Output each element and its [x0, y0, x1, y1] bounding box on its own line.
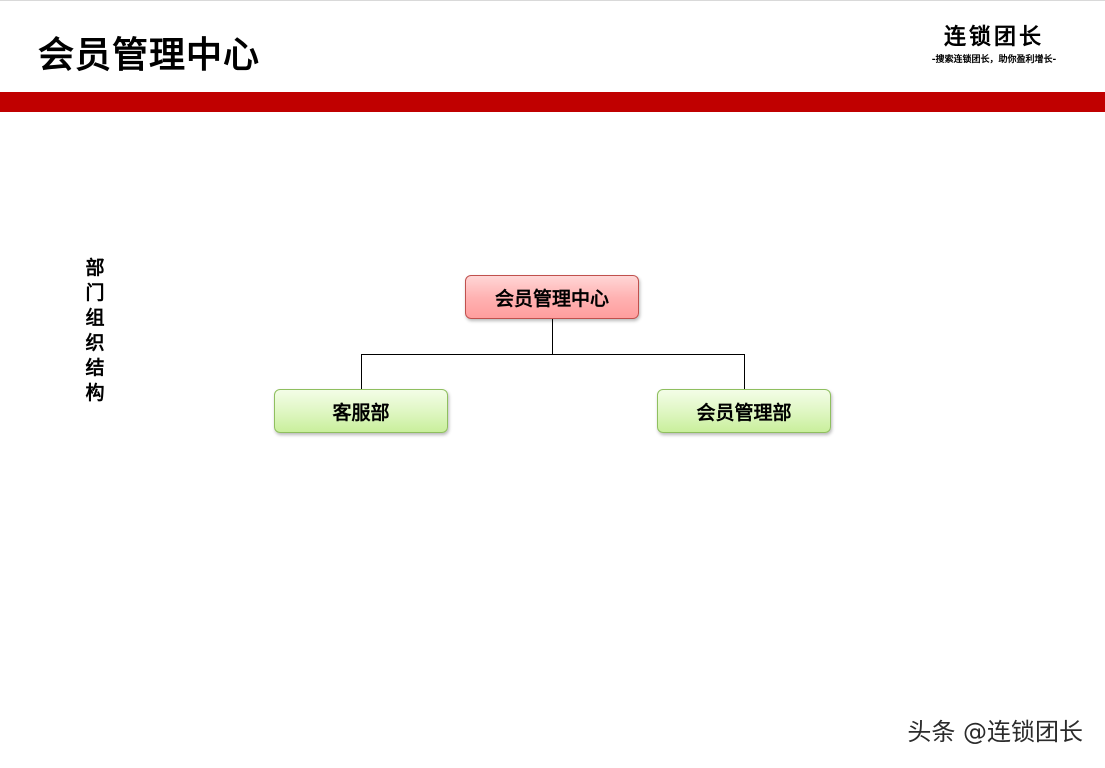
brand-logo: 连锁团长 -搜索连锁团长，助你盈利增长- [909, 22, 1079, 68]
org-node-member-management: 会员管理部 [657, 389, 831, 433]
org-node-customer-service: 客服部 [274, 389, 448, 433]
header-red-band [0, 92, 1105, 112]
connector-right-down [744, 354, 745, 389]
side-vertical-label: 部门组织结构 [85, 257, 105, 404]
top-divider [0, 0, 1105, 1]
connector-root-down [552, 319, 553, 354]
connector-horizontal [361, 354, 745, 355]
brand-name: 连锁团长 [943, 24, 1044, 50]
org-node-customer-service-label: 客服部 [332, 401, 390, 424]
watermark-text: 头条 @连锁团长 [907, 718, 1083, 746]
org-node-member-management-label: 会员管理部 [696, 401, 792, 424]
brand-slogan: -搜索连锁团长，助你盈利增长- [931, 55, 1057, 65]
page-title: 会员管理中心 [38, 35, 261, 76]
org-node-root: 会员管理中心 [465, 275, 639, 319]
org-node-root-label: 会员管理中心 [494, 287, 609, 310]
connector-left-down [361, 354, 362, 389]
